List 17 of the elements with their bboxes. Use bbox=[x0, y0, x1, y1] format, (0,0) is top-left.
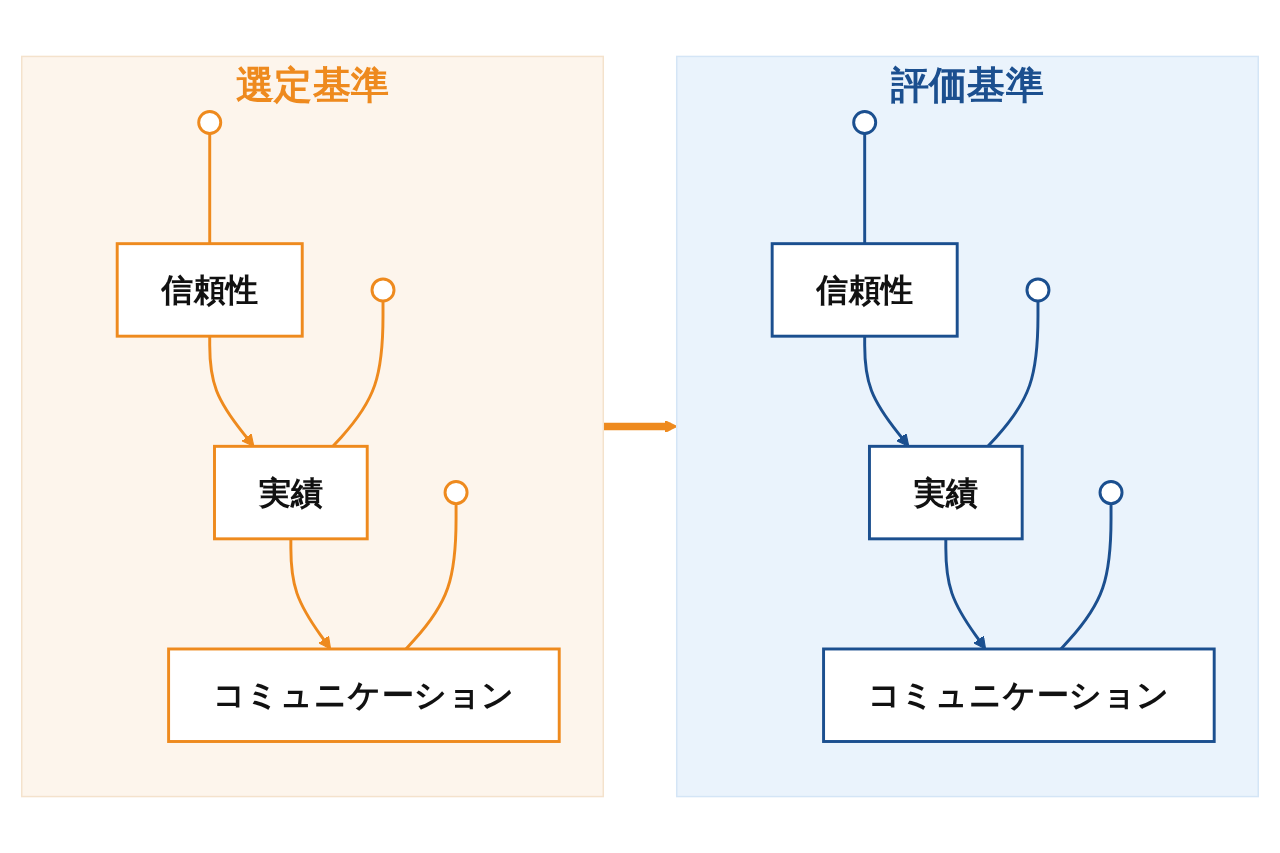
node-circle bbox=[197, 110, 223, 135]
connector bbox=[863, 133, 867, 244]
node-box: 実績 bbox=[868, 444, 1024, 541]
node-circle bbox=[852, 110, 878, 135]
node-circle bbox=[370, 277, 396, 303]
node-box: 信頼性 bbox=[770, 242, 959, 338]
arrow bbox=[863, 336, 910, 447]
node-box: 実績 bbox=[213, 444, 369, 541]
connector bbox=[208, 133, 212, 244]
node-box: 信頼性 bbox=[115, 242, 304, 338]
node-circle bbox=[1098, 480, 1124, 506]
node-circle bbox=[1025, 277, 1051, 303]
arrow bbox=[603, 420, 678, 433]
node-box: コミュニケーション bbox=[822, 647, 1216, 743]
arrow bbox=[208, 336, 255, 447]
node-box: コミュニケーション bbox=[167, 647, 561, 743]
node-circle bbox=[443, 480, 469, 506]
